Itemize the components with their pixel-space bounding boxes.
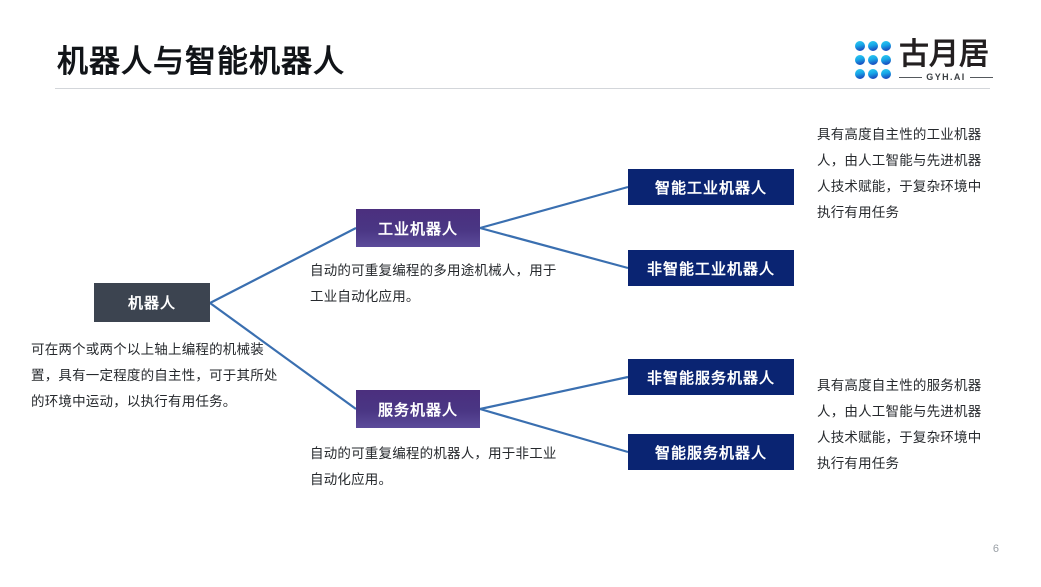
- node-industrial-robot[interactable]: 工业机器人: [356, 209, 480, 247]
- connector-service-to-nonsmart: [479, 375, 629, 411]
- connector-industrial-to-smart: [479, 185, 629, 230]
- logo-subtitle: GYH.AI: [899, 72, 993, 82]
- logo-rule-right: [969, 76, 993, 78]
- node-robot-root[interactable]: 机器人: [94, 283, 210, 322]
- title-divider: [55, 88, 990, 89]
- note-smart-service-robot: 具有高度自主性的服务机器人，由人工智能与先进机器人技术赋能，于复杂环境中执行有用…: [817, 378, 982, 471]
- brand-logo: 古月居 GYH.AI: [853, 38, 993, 86]
- node-service-robot[interactable]: 服务机器人: [356, 390, 480, 428]
- node-graph-g-icon: [855, 41, 891, 79]
- note-smart-industrial-robot: 具有高度自主性的工业机器人，由人工智能与先进机器人技术赋能，于复杂环境中执行有用…: [817, 127, 982, 220]
- description-robot-root: 可在两个或两个以上轴上编程的机械装置，具有一定程度的自主性，可于其所处的环境中运…: [31, 342, 278, 409]
- node-nonsmart-service-robot[interactable]: 非智能服务机器人: [628, 359, 794, 395]
- node-smart-industrial-robot[interactable]: 智能工业机器人: [628, 169, 794, 205]
- node-smart-service-robot[interactable]: 智能服务机器人: [628, 434, 794, 470]
- page-title: 机器人与智能机器人: [57, 44, 345, 79]
- node-nonsmart-industrial-robot[interactable]: 非智能工业机器人: [628, 250, 794, 286]
- logo-rule-left: [899, 76, 923, 78]
- logo-name-en: GYH.AI: [926, 72, 966, 82]
- logo-name-zh: 古月居: [899, 38, 989, 71]
- description-service-robot: 自动的可重复编程的机器人，用于非工业自动化应用。: [310, 446, 557, 487]
- description-industrial-robot: 自动的可重复编程的多用途机械人，用于工业自动化应用。: [310, 263, 557, 304]
- page-number: 6: [992, 543, 999, 555]
